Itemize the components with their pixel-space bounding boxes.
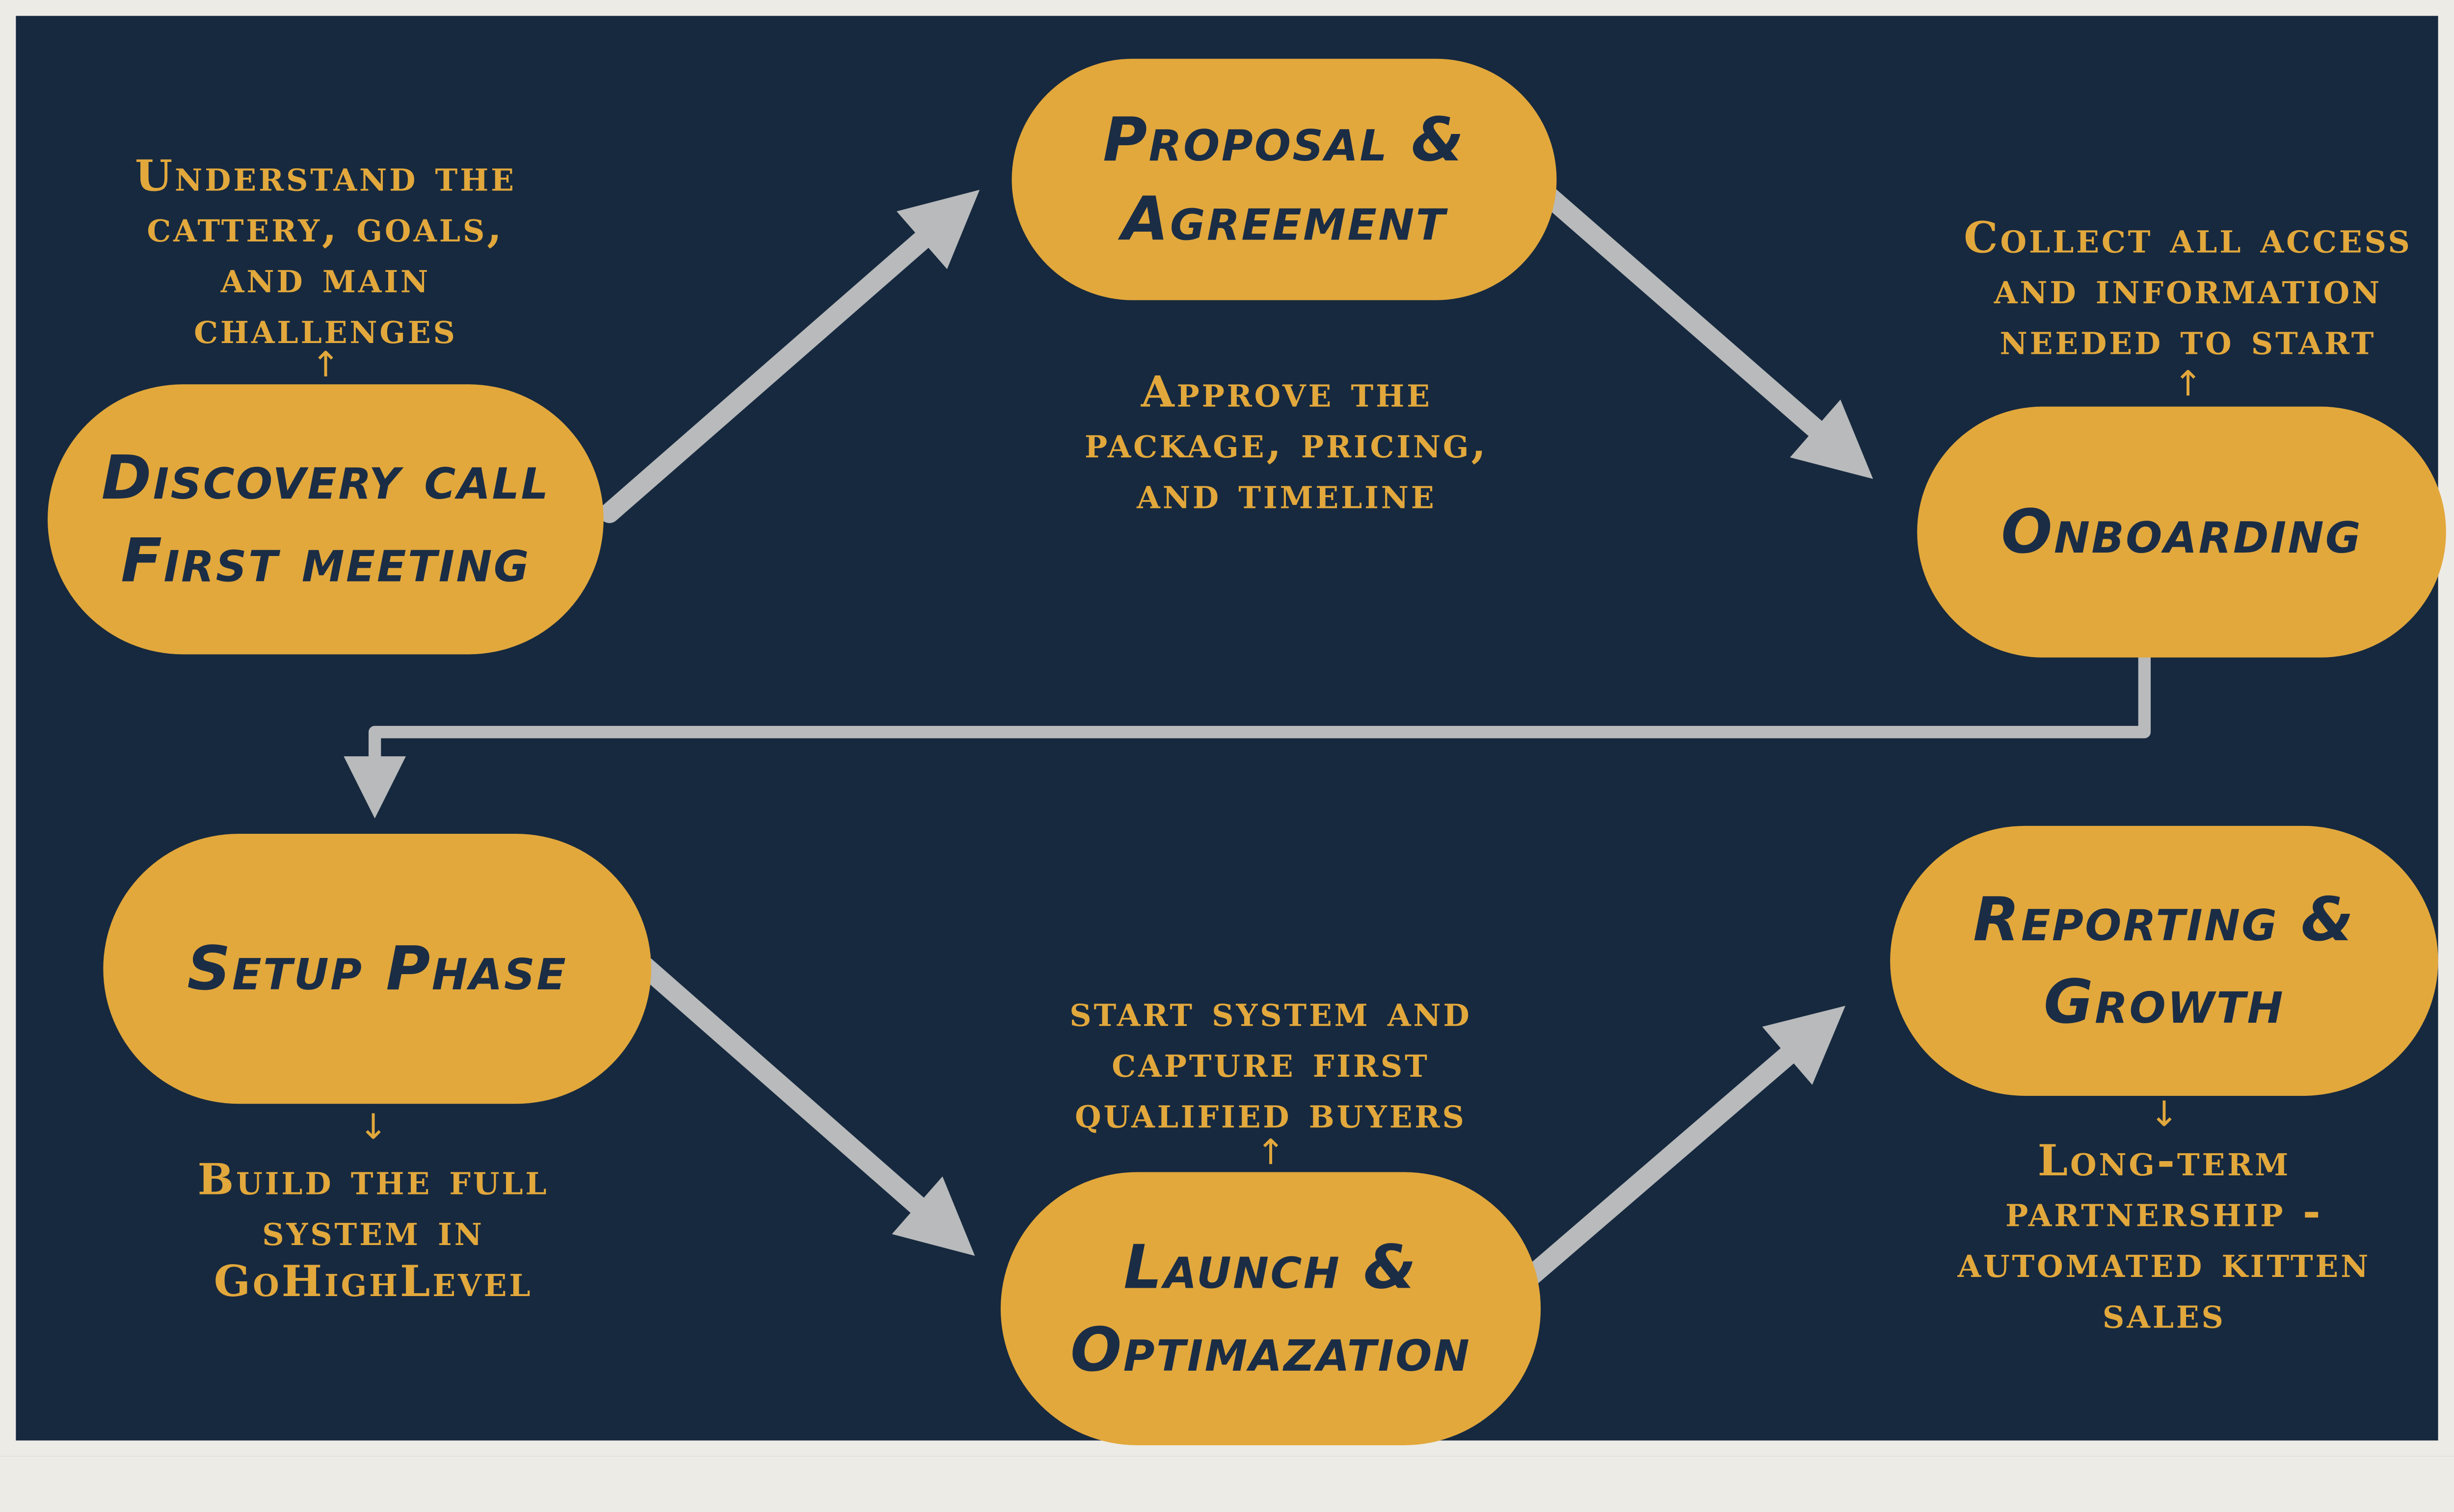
note-pointer-up-icon: ↑ [2173,365,2203,405]
node-proposal-line1: Proposal & [1103,105,1466,175]
node-reporting-growth: Reporting & Growth [1890,825,2438,1096]
node-discovery-line1: Discovery call [101,443,550,513]
note-proposal: Approve the package, pricing, and timeli… [1084,368,1489,520]
node-onboarding: Onboarding [1917,406,2446,658]
note-pointer-down-icon: ↓ [358,1108,388,1148]
node-onboarding-line1: Onboarding [2001,497,2362,567]
node-setup-phase: Setup Phase [103,834,651,1104]
arrow-proposal-to-onboarding [1531,180,1873,479]
node-launch-line1: Launch & [1123,1232,1418,1302]
note-discovery: Understand the cattery, goals, and main … [134,152,516,354]
node-discovery-call: Discovery call First meeting [48,384,604,655]
node-proposal-agreement: Proposal & Agreement [1012,58,1557,300]
note-pointer-up-icon: ↑ [1256,1134,1285,1174]
arrow-setup-to-launch [635,956,975,1256]
note-reporting: Long-term partnership - automated kitten… [1957,1137,2371,1339]
arrow-discovery-to-proposal [599,189,980,523]
node-launch-line2: Optimazation [1070,1315,1471,1385]
note-launch: start system and capture first qualified… [1069,987,1472,1139]
note-onboarding: Collect all access and information neede… [1964,214,2412,366]
flow-diagram-canvas: Understand the cattery, goals, and main … [0,0,2454,1457]
arrow-launch-to-reporting [1505,1006,1845,1300]
note-pointer-up-icon: ↑ [311,346,341,386]
node-reporting-line2: Growth [2043,967,2285,1037]
node-discovery-line2: First meeting [121,526,531,596]
node-setup-line1: Setup Phase [187,933,567,1004]
node-launch-optimazation: Launch & Optimazation [1000,1172,1541,1445]
note-setup: Build the full system in GoHighLevel [197,1156,549,1307]
note-pointer-down-icon: ↓ [2149,1096,2179,1136]
node-reporting-line1: Reporting & [1973,884,2355,955]
arrow-onboarding-to-setup [344,637,2151,819]
node-proposal-line2: Agreement [1121,184,1447,254]
